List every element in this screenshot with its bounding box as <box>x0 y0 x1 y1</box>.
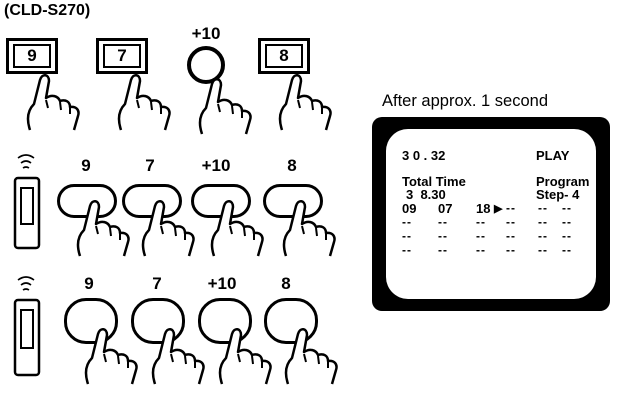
hand-pointer-icon <box>282 200 336 257</box>
hand-pointer-icon <box>141 200 195 257</box>
grid-cell: -- <box>562 201 572 215</box>
key-7-button[interactable]: 7 <box>96 38 148 74</box>
total-time-label: Total Time <box>402 174 466 189</box>
hand-pointer-icon <box>210 200 264 257</box>
hand-pointer-icon <box>151 328 205 385</box>
program-label: Program <box>536 174 590 189</box>
screen-counter: 3 0 . 32 <box>402 148 446 163</box>
total-time-value: 3 8.30 <box>406 187 446 202</box>
grid-cell: -- <box>538 229 548 243</box>
grid-cell: -- <box>476 215 486 229</box>
remote1-key-9-label: 9 <box>81 156 91 175</box>
grid-cell: -- <box>506 201 516 215</box>
hand-pointer-icon <box>218 328 272 385</box>
key-7-label: 7 <box>117 46 127 65</box>
remote1-key-plus10-label: +10 <box>201 156 231 175</box>
key-8-label: 8 <box>279 46 289 65</box>
signal-waves-icon <box>17 276 35 291</box>
grid-cell: -- <box>402 215 412 229</box>
hand-pointer-icon <box>26 74 80 131</box>
remote2-key-plus10-button[interactable] <box>198 298 252 344</box>
grid-cell: -- <box>506 229 516 243</box>
grid-cell: -- <box>476 243 486 257</box>
key-8-button[interactable]: 8 <box>258 38 310 74</box>
hand-pointer-icon <box>76 200 130 257</box>
grid-cell: -- <box>402 243 412 257</box>
grid-cell: -- <box>562 215 572 229</box>
hand-pointer-icon <box>278 74 332 131</box>
grid-cell: -- <box>538 201 548 215</box>
grid-cell: -- <box>562 229 572 243</box>
hand-pointer-icon <box>198 78 252 135</box>
grid-cell: -- <box>506 215 516 229</box>
hand-pointer-icon <box>284 328 338 385</box>
remote2-key-plus10-label: +10 <box>207 274 237 293</box>
grid-cell: -- <box>438 243 448 257</box>
program-step: Step- 4 <box>536 187 580 202</box>
program-track-1: 09 <box>402 201 417 216</box>
grid-cell: -- <box>538 243 548 257</box>
remote2-key-8-button[interactable] <box>264 298 318 344</box>
grid-cell: -- <box>402 229 412 243</box>
tv-monitor: 3 0 . 32 PLAY Total Time Program 3 8.30 … <box>372 117 610 311</box>
grid-cell: -- <box>438 215 448 229</box>
remote-control-icon <box>13 154 41 250</box>
remote2-key-8-label: 8 <box>281 274 291 293</box>
remote2-key-9-button[interactable] <box>64 298 118 344</box>
key-9-button[interactable]: 9 <box>6 38 58 74</box>
tv-screen: 3 0 . 32 PLAY Total Time Program 3 8.30 … <box>386 129 596 299</box>
model-label: (CLD-S270) <box>4 2 91 19</box>
grid-cell: -- <box>476 229 486 243</box>
key-plus10-button[interactable] <box>187 46 225 84</box>
key-plus10-label: +10 <box>191 24 221 43</box>
remote1-key-8-label: 8 <box>287 156 297 175</box>
hand-pointer-icon <box>117 74 171 131</box>
remote2-key-7-label: 7 <box>152 274 162 293</box>
grid-cell: -- <box>438 229 448 243</box>
grid-cell: -- <box>562 243 572 257</box>
cursor-arrow-icon: ▶ <box>494 203 503 215</box>
grid-cell: -- <box>538 215 548 229</box>
program-track-2: 07 <box>438 201 453 216</box>
hand-pointer-icon <box>84 328 138 385</box>
screen-mode: PLAY <box>536 148 570 163</box>
remote2-key-9-label: 9 <box>84 274 94 293</box>
key-9-label: 9 <box>27 46 37 65</box>
remote-control-icon <box>13 276 41 377</box>
grid-cell: -- <box>506 243 516 257</box>
program-track-3: 18 <box>476 201 491 216</box>
remote2-key-7-button[interactable] <box>131 298 185 344</box>
remote1-key-7-label: 7 <box>145 156 155 175</box>
signal-waves-icon <box>17 154 35 169</box>
caption: After approx. 1 second <box>382 92 549 110</box>
